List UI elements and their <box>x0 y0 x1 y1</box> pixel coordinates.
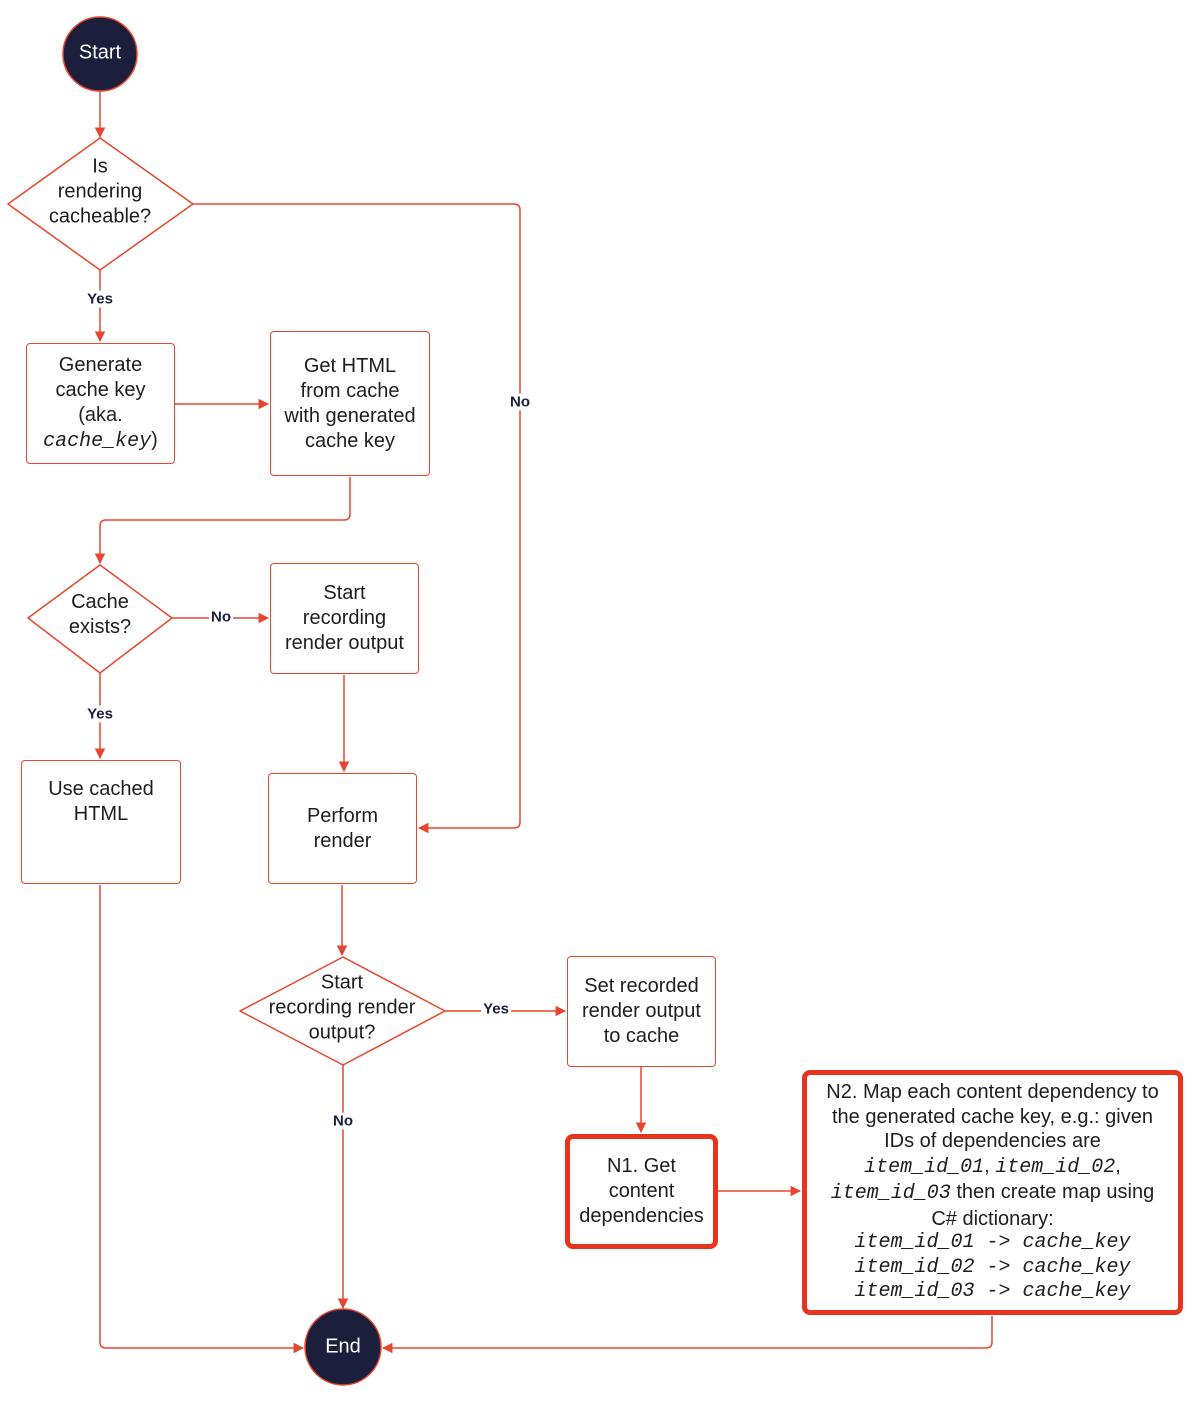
edge-label-exists-no: No <box>209 608 233 626</box>
code-item-id-01: item_id_01 <box>864 1155 985 1179</box>
decision-start-recording <box>239 956 446 1066</box>
edge-label-exists-yes: Yes <box>85 705 115 723</box>
decision-cacheable-label: Is rendering cacheable? <box>48 155 152 228</box>
note-n1-get-dependencies: N1. Get content dependencies <box>565 1134 718 1249</box>
edge-n2-to-end <box>381 1316 993 1354</box>
edge-cached-to-end <box>99 885 305 1354</box>
process-get-html: Get HTML from cache with generated cache… <box>270 331 430 476</box>
start-terminal <box>62 16 138 92</box>
edge-label-recording-yes: Yes <box>481 1000 511 1018</box>
code-map-line-1: item_id_01 -> cache_key <box>854 1231 1131 1255</box>
edge-label-cacheable-yes: Yes <box>85 290 115 308</box>
decision-start-recording-label: Start recording render output? <box>268 971 416 1044</box>
process-start-recording: Start recording render output <box>270 563 419 674</box>
code-map-line-3: item_id_03 -> cache_key <box>854 1280 1131 1304</box>
edge-cacheable-no <box>193 203 521 834</box>
edge-get-to-exists <box>94 477 351 565</box>
edge-label-cacheable-no: No <box>508 393 532 411</box>
edge-label-recording-no: No <box>331 1112 355 1130</box>
code-item-id-03: item_id_03 <box>830 1182 951 1206</box>
decision-cache-exists <box>27 564 173 674</box>
decision-cache-exists-label: Cache exists? <box>68 591 132 638</box>
end-label: End <box>325 1335 361 1358</box>
note-n2-map-dependencies: N2. Map each content dependency to the g… <box>802 1070 1183 1315</box>
decision-cacheable <box>7 137 194 271</box>
code-map-line-2: item_id_02 -> cache_key <box>854 1255 1131 1279</box>
process-generate-cache-key: Generate cache key (aka. cache_key) <box>26 343 175 464</box>
end-terminal <box>304 1308 382 1386</box>
process-use-cached-html: Use cached HTML <box>21 760 181 884</box>
start-label: Start <box>78 41 122 64</box>
code-item-id-02: item_id_02 <box>995 1155 1116 1179</box>
process-perform-render: Perform render <box>268 773 417 884</box>
process-set-recorded: Set recorded render output to cache <box>567 956 716 1067</box>
code-cache-key: cache_key <box>43 430 152 453</box>
